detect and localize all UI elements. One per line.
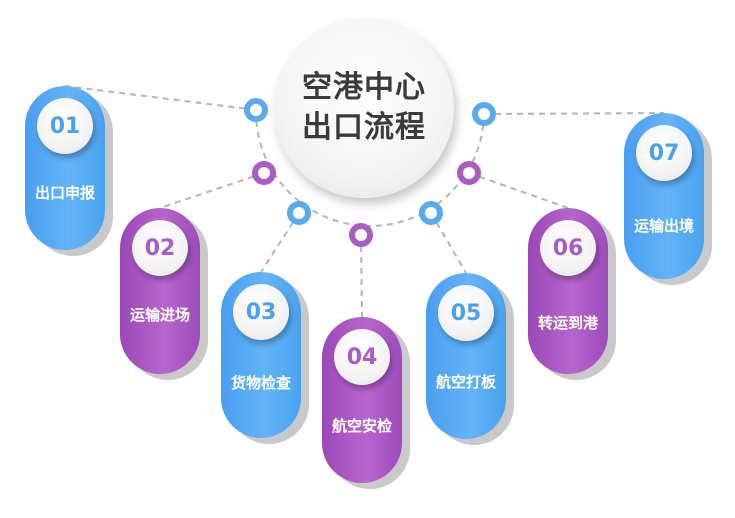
step-number-badge: 01: [37, 98, 93, 154]
connector-node: [287, 201, 311, 225]
step-pill-01: 01 出口申报: [25, 86, 105, 250]
step-number-badge: 02: [132, 220, 188, 276]
connector-node: [244, 98, 268, 122]
connector-node: [252, 161, 276, 185]
step-pill-06: 06 转运到港: [528, 208, 608, 374]
step-label: 出口申报: [34, 184, 95, 202]
step-number: 03: [245, 299, 277, 325]
connector-node: [457, 161, 481, 185]
step-pill-07: 07 运输出境: [624, 113, 704, 279]
step-label: 运输出境: [633, 217, 694, 235]
step-pill-02: 02 运输进场: [120, 208, 200, 374]
connector-line: [159, 172, 265, 209]
connector-line: [483, 112, 665, 115]
title-line-2: 出口流程: [302, 110, 426, 145]
step-pill-04: 04 航空安检: [322, 317, 402, 483]
step-label: 货物检查: [230, 374, 291, 392]
step-number-badge: 05: [438, 285, 494, 341]
step-number-badge: 06: [540, 220, 596, 276]
step-number-badge: 04: [334, 329, 390, 385]
title-line-1: 空港中心: [302, 70, 426, 105]
step-number: 06: [552, 235, 584, 261]
step-number: 02: [144, 235, 176, 261]
connector-line: [468, 172, 569, 209]
step-pill-05: 05 航空打板: [426, 273, 506, 439]
step-label: 运输进场: [129, 306, 190, 324]
step-label: 转运到港: [537, 314, 598, 332]
step-pill-03: 03 货物检查: [221, 272, 301, 438]
title-circle: 空港中心 出口流程: [274, 18, 454, 198]
connector-node: [472, 102, 496, 126]
step-number-badge: 07: [636, 125, 692, 181]
step-number: 05: [450, 300, 482, 326]
connector-node: [419, 201, 443, 225]
step-number: 07: [648, 140, 680, 166]
step-number-badge: 03: [233, 284, 289, 340]
step-label: 航空打板: [435, 373, 496, 391]
connector-line: [360, 234, 363, 318]
step-label: 航空安检: [331, 417, 392, 435]
connector-node: [349, 223, 373, 247]
step-number: 01: [49, 113, 81, 139]
step-number: 04: [346, 344, 378, 370]
